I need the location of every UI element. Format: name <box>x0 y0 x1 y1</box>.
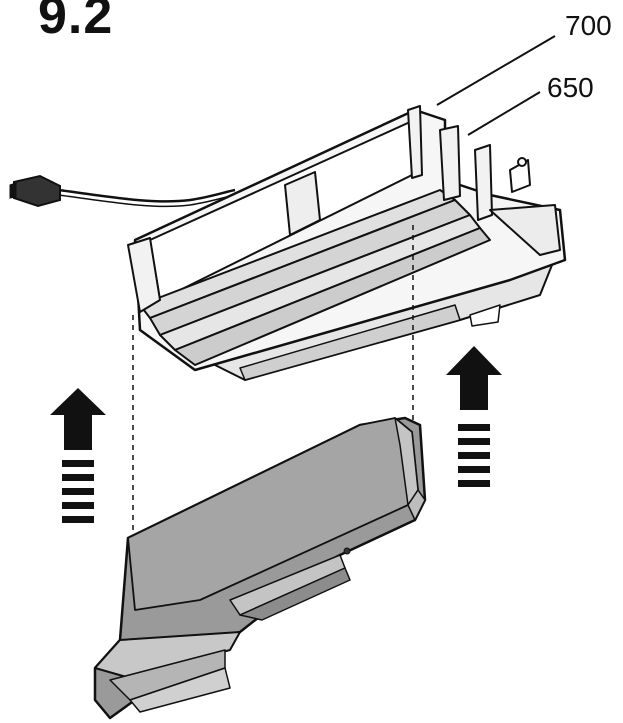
up-arrow-right <box>446 346 502 487</box>
leader-line-650 <box>467 91 541 136</box>
power-cord <box>9 174 236 208</box>
plug-icon <box>9 174 61 208</box>
arrow-up-icon <box>50 388 106 450</box>
air-duct <box>93 416 427 720</box>
alignment-guides <box>132 225 414 535</box>
callout-leaders <box>436 35 556 136</box>
leader-line-700 <box>436 35 556 106</box>
upper-housing <box>127 105 567 381</box>
arrow-up-icon <box>446 346 502 410</box>
step-number: 9.2 <box>38 0 114 45</box>
up-arrow-left <box>50 388 106 523</box>
callout-label-700: 700 <box>565 10 612 41</box>
callout-label-650: 650 <box>547 72 594 103</box>
